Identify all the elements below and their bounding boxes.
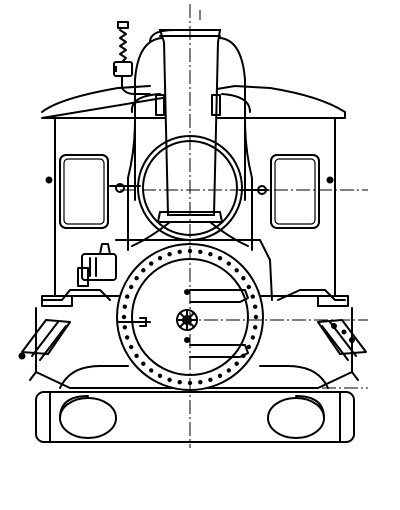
buffer-beam [35, 391, 355, 443]
rivet [157, 373, 163, 378]
cab-lamp-right [326, 176, 334, 184]
boiler-front [115, 239, 273, 391]
cab-window-left [59, 154, 109, 229]
rivet [167, 252, 172, 257]
rivet [157, 256, 163, 261]
dome [130, 93, 251, 116]
rivet [129, 284, 134, 290]
rivet [177, 249, 182, 254]
buffer-right [267, 397, 325, 439]
buffer-left [59, 397, 117, 439]
cab-lamp-left [45, 176, 53, 184]
rivet [208, 252, 213, 257]
cab-window-left-inner [63, 158, 105, 225]
safety-valve [113, 21, 151, 95]
rivet [253, 314, 259, 320]
rivet [129, 344, 134, 350]
rivet [241, 276, 246, 281]
rivet [250, 335, 255, 340]
rivet [208, 377, 213, 382]
side-tank-left [77, 243, 117, 287]
rivet [253, 304, 258, 309]
rivet [246, 344, 251, 350]
rivet [177, 380, 182, 385]
rivet [141, 268, 146, 273]
cab-window-right-inner [274, 158, 316, 225]
rivet [167, 377, 172, 382]
rivet [134, 276, 139, 281]
rivet [141, 361, 146, 366]
rivet [125, 335, 130, 340]
rivet [217, 373, 223, 378]
rivet [122, 325, 128, 330]
rivet [217, 256, 223, 261]
boiler-rivets [121, 248, 259, 386]
rivet [198, 380, 203, 385]
rivet [234, 268, 239, 273]
rivet [226, 368, 231, 373]
rivet [250, 294, 255, 299]
rivet [121, 314, 127, 320]
rivet [122, 304, 128, 309]
rivet [149, 261, 154, 266]
rivet [246, 284, 251, 290]
center-lines [120, 4, 368, 448]
rivet [198, 249, 203, 254]
rivet [253, 325, 258, 330]
cab-roof [41, 85, 346, 119]
rivet [226, 261, 231, 266]
rivet [149, 368, 154, 373]
rivet [134, 353, 139, 358]
rivet [125, 294, 130, 299]
cab-window-right [270, 154, 320, 229]
rivet [234, 361, 239, 366]
steam-pipes [131, 221, 249, 247]
footplate [41, 289, 349, 307]
